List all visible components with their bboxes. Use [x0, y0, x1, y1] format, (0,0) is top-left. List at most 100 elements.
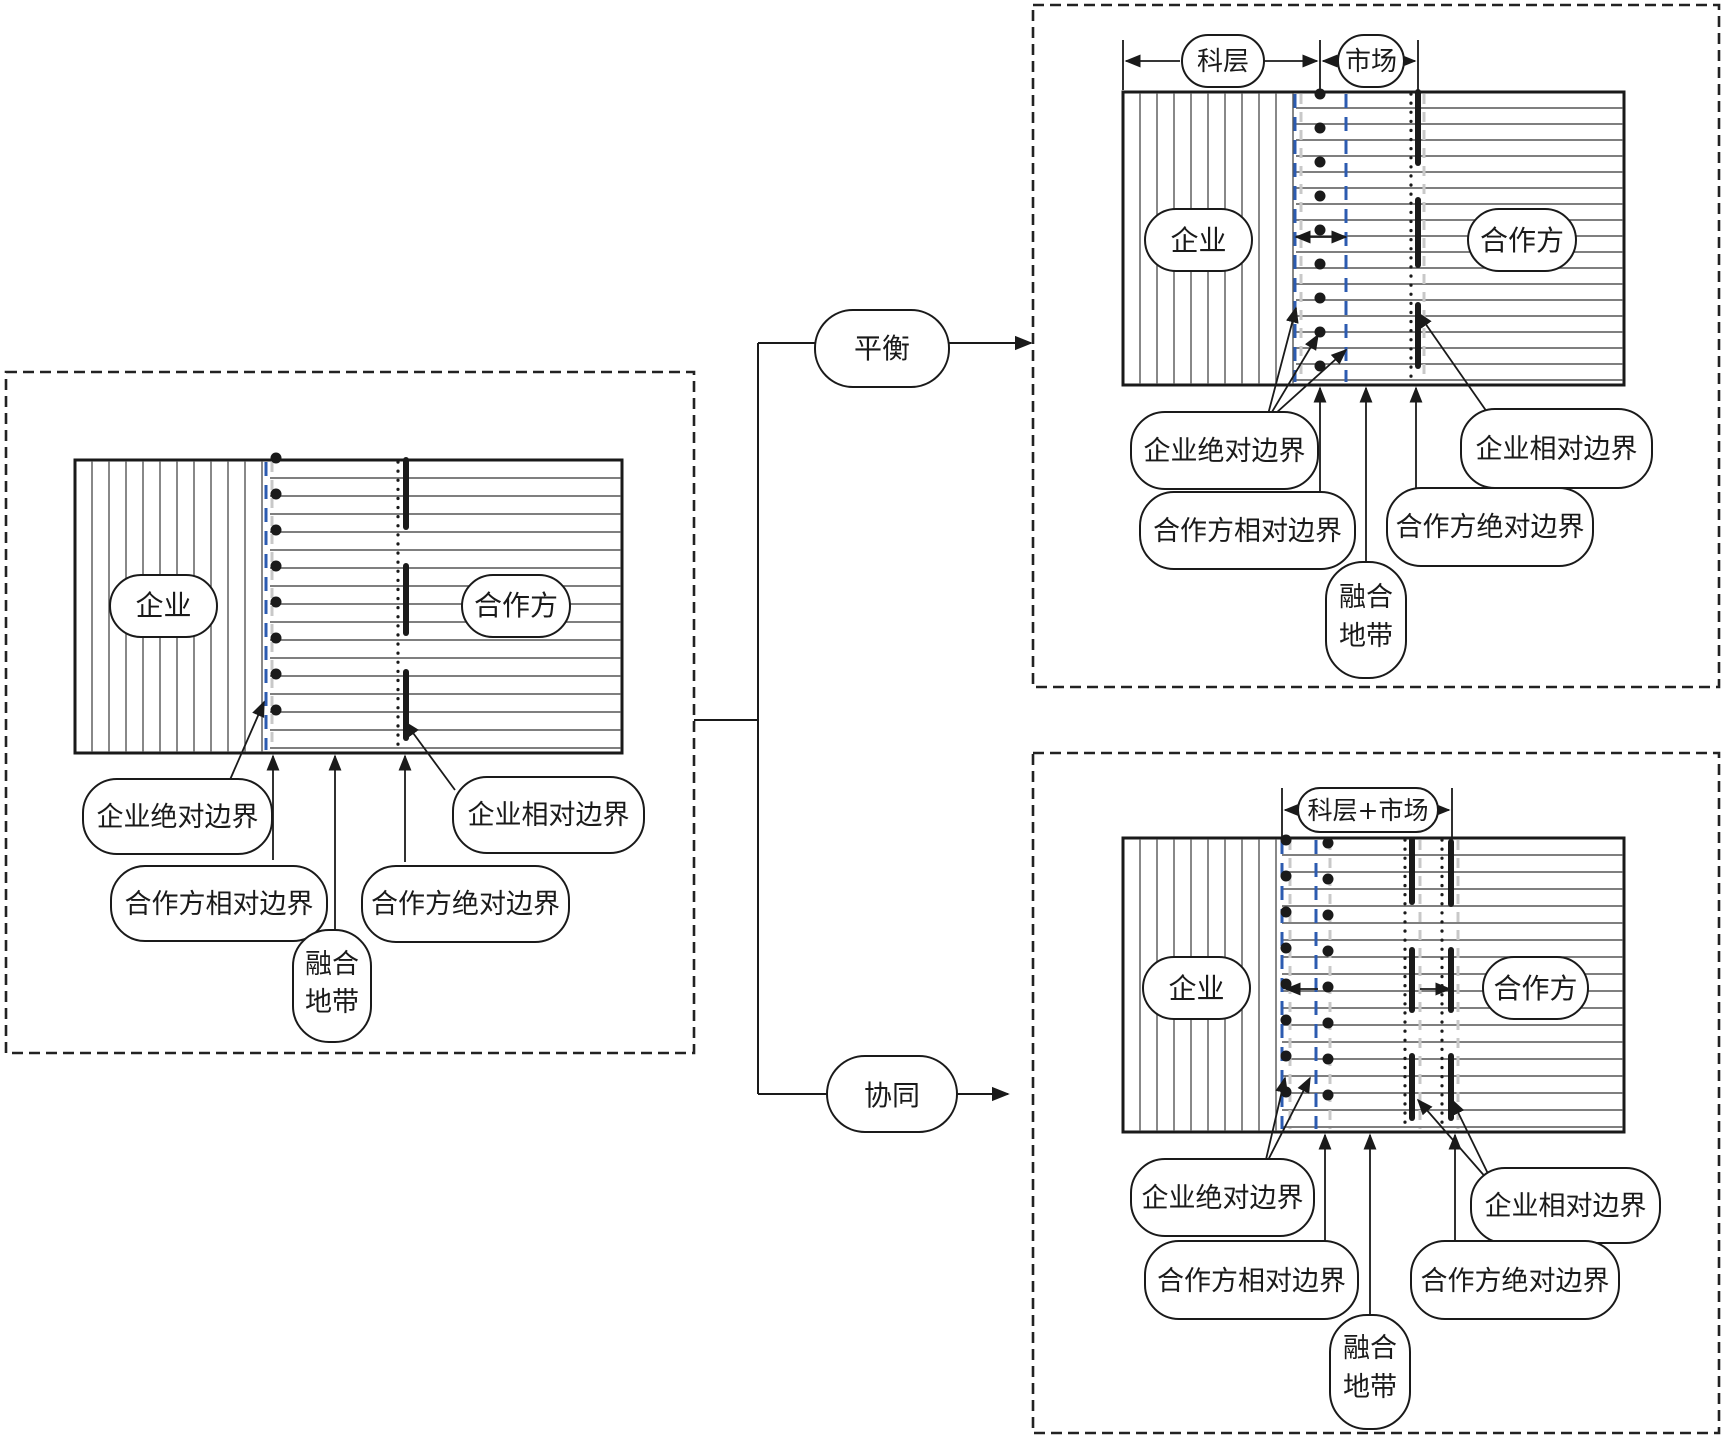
- bottom-partner-label: 合作方: [1482, 956, 1589, 1020]
- top-leader-enterprise-absolute-3: [1265, 348, 1348, 423]
- boundary-dot: [1280, 834, 1292, 846]
- svg-text:企业相对边界: 企业相对边界: [468, 800, 630, 831]
- boundary-dot: [270, 452, 282, 464]
- svg-text:地带: 地带: [1339, 621, 1393, 652]
- boundary-dot: [1280, 1014, 1292, 1026]
- svg-text:企业绝对边界: 企业绝对边界: [97, 802, 259, 833]
- top-enterprise-label: 企业: [1144, 208, 1253, 272]
- top-partner-absolute-boundary-label: 合作方绝对边界: [1386, 487, 1594, 567]
- svg-text:市场: 市场: [1345, 47, 1397, 77]
- top-hierarchy-label: 科层: [1181, 34, 1265, 88]
- boundary-dot: [270, 524, 282, 536]
- top-enterprise-absolute-boundary-label: 企业绝对边界: [1130, 411, 1319, 490]
- boundary-dot: [270, 704, 282, 716]
- svg-text:科层: 科层: [1197, 47, 1249, 77]
- svg-text:企业相对边界: 企业相对边界: [1476, 434, 1638, 465]
- svg-text:融合: 融合: [305, 949, 359, 980]
- left-texture: [91, 461, 621, 752]
- top-partner-label: 合作方: [1467, 208, 1577, 272]
- svg-text:协同: 协同: [864, 1079, 920, 1112]
- svg-text:融合: 融合: [1343, 1333, 1397, 1364]
- boundary-dot: [270, 668, 282, 680]
- bottom-fusion-zone-label: 融合 地带: [1329, 1314, 1411, 1430]
- boundary-dot: [270, 560, 282, 572]
- left-enterprise-absolute-boundary-label: 企业绝对边界: [82, 778, 273, 855]
- bottom-hierarchy-market-label: 科层+市场: [1297, 787, 1439, 833]
- top-right-diagram: 科层 市场 企业 合作方 企业绝对边界 企业相对边界: [1031, 3, 1721, 689]
- top-leader-enterprise-absolute-2: [1265, 333, 1319, 423]
- boundary-dot: [1314, 326, 1326, 338]
- svg-text:科层+市场: 科层+市场: [1308, 796, 1429, 825]
- left-partner-relative-boundary-label: 合作方相对边界: [110, 865, 328, 942]
- boundary-dot: [1314, 258, 1326, 270]
- svg-text:地带: 地带: [305, 987, 359, 1018]
- bottom-right-frame: [1031, 751, 1721, 1435]
- left-enterprise-label: 企业: [109, 574, 218, 638]
- left-leader-enterprise-absolute: [228, 700, 265, 783]
- boundary-dot: [1314, 88, 1326, 100]
- bottom-enterprise-relative-boundary-label: 企业相对边界: [1470, 1167, 1661, 1244]
- boundary-dot: [1322, 945, 1334, 957]
- svg-text:融合: 融合: [1339, 582, 1393, 613]
- svg-text:企业相对边界: 企业相对边界: [1485, 1191, 1647, 1222]
- boundary-dot: [1280, 978, 1292, 990]
- boundary-dot: [1322, 1053, 1334, 1065]
- boundary-dot: [1280, 870, 1292, 882]
- svg-text:企业: 企业: [1168, 972, 1224, 1005]
- bottom-partner-relative-boundary-label: 合作方相对边界: [1144, 1240, 1359, 1320]
- bottom-enterprise-absolute-boundary-label: 企业绝对边界: [1130, 1158, 1315, 1237]
- svg-text:地带: 地带: [1343, 1372, 1397, 1403]
- boundary-dot: [1280, 1050, 1292, 1062]
- boundary-dot: [1322, 837, 1334, 849]
- svg-text:合作方绝对边界: 合作方绝对边界: [1396, 512, 1585, 543]
- boundary-dot: [1322, 873, 1334, 885]
- boundary-dot: [1322, 909, 1334, 921]
- bottom-partner-absolute-boundary-label: 合作方绝对边界: [1410, 1240, 1620, 1320]
- top-partner-relative-boundary-label: 合作方相对边界: [1139, 491, 1356, 570]
- left-fusion-zone-label: 融合 地带: [292, 929, 372, 1043]
- boundary-dot: [1314, 224, 1326, 236]
- svg-text:合作方绝对边界: 合作方绝对边界: [1421, 1266, 1610, 1297]
- top-market-label: 市场: [1337, 34, 1405, 88]
- svg-text:企业绝对边界: 企业绝对边界: [1144, 436, 1306, 467]
- boundary-dot: [1322, 1017, 1334, 1029]
- boundary-dot: [1280, 906, 1292, 918]
- boundary-dot: [1314, 292, 1326, 304]
- top-right-texture: [1139, 93, 1623, 384]
- boundary-dot: [1322, 1089, 1334, 1101]
- svg-text:合作方相对边界: 合作方相对边界: [125, 889, 314, 920]
- left-enterprise-relative-boundary-label: 企业相对边界: [452, 776, 645, 854]
- top-right-frame: [1031, 3, 1721, 689]
- left-leader-enterprise-relative: [404, 720, 456, 791]
- boundary-dot: [270, 596, 282, 608]
- bottom-right-diagram: 科层+市场 企业 合作方 企业绝对边界 企业相对边界 合作方相对边界: [1031, 751, 1721, 1435]
- left-diagram: 企业 合作方 企业绝对边界 企业相对边界 合作方相对边界 合作方绝对边界: [4, 370, 696, 1055]
- top-leader-enterprise-absolute-1: [1265, 306, 1299, 423]
- boundary-dot: [1314, 156, 1326, 168]
- svg-text:合作方绝对边界: 合作方绝对边界: [371, 889, 560, 920]
- svg-text:平衡: 平衡: [854, 332, 910, 365]
- bottom-leader-enterprise-absolute-1: [1263, 1076, 1288, 1169]
- synergy-branch-label: 协同: [826, 1055, 958, 1133]
- boundary-dot: [270, 488, 282, 500]
- svg-text:企业: 企业: [135, 589, 191, 622]
- boundary-dot: [1322, 981, 1334, 993]
- svg-text:企业绝对边界: 企业绝对边界: [1142, 1183, 1304, 1214]
- top-enterprise-relative-boundary-label: 企业相对边界: [1460, 408, 1653, 489]
- svg-text:合作方相对边界: 合作方相对边界: [1153, 516, 1342, 547]
- svg-text:合作方: 合作方: [474, 589, 558, 622]
- boundary-dot: [1314, 190, 1326, 202]
- boundary-dot: [1280, 942, 1292, 954]
- svg-text:企业: 企业: [1170, 224, 1226, 257]
- left-partner-absolute-boundary-label: 合作方绝对边界: [361, 865, 570, 943]
- boundary-dot: [1314, 360, 1326, 372]
- left-frame: [4, 370, 696, 1055]
- left-partner-label: 合作方: [461, 574, 571, 638]
- bottom-enterprise-label: 企业: [1142, 956, 1251, 1020]
- balance-branch-label: 平衡: [814, 309, 950, 388]
- bottom-leader-enterprise-absolute-2: [1263, 1076, 1311, 1169]
- svg-text:合作方: 合作方: [1493, 972, 1577, 1005]
- svg-text:合作方相对边界: 合作方相对边界: [1157, 1266, 1346, 1297]
- boundary-dot: [270, 632, 282, 644]
